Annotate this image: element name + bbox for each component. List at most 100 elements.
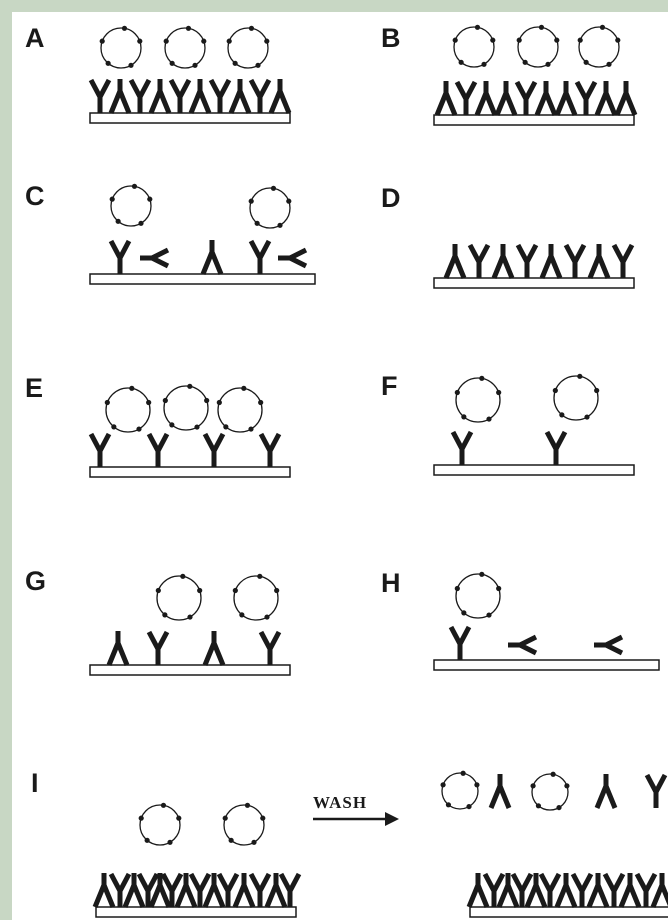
antibody-upright [248,78,272,113]
antibody-upright [644,773,668,808]
antigen-dot [599,24,606,30]
antibody-stroke [594,774,618,809]
antigen-dot [180,573,186,579]
antigen-dot [264,38,270,44]
antibody-stroke [228,79,252,114]
panel-label-b: B [381,23,401,53]
antibody-upright [88,432,112,467]
antibody-stroke [136,872,160,907]
antigen-dot [185,25,192,31]
antigen-outline [217,387,263,433]
antibody-upright [160,872,184,907]
antigen-dot [479,375,485,381]
surface [89,664,291,676]
antibody-stroke [482,872,506,907]
surface [433,277,635,289]
antibody-upright [574,80,598,115]
antibody-stroke [644,773,668,808]
antibody-upright [128,78,152,113]
antigen-dot [232,587,238,594]
antibody-stroke [202,432,226,467]
antigen-dot [538,24,545,30]
antibody-stroke [594,81,618,116]
antigen-outline [578,26,620,68]
antibody-upright [108,872,132,907]
antibody-stroke [539,244,563,279]
antigen-outline [139,804,181,846]
antibody-inverted [554,81,578,116]
panel-label-g: G [25,566,46,596]
antibody-stroke [594,634,624,656]
antigen-particle [552,373,600,421]
antibody-inverted [524,873,548,908]
antigen-dot [559,412,565,418]
antigen-dot [474,782,480,788]
antibody-stroke [108,79,132,114]
antibody-stroke [450,430,474,465]
antigen-dot [155,587,161,594]
antibody-inverted [618,873,642,908]
antigen-outline [105,387,151,433]
antigen-dot [187,614,193,620]
antibody-upright [482,872,506,907]
antigen-dot [146,399,152,406]
antigen-dot [460,770,466,776]
antibody-upright [248,239,272,274]
antibody-inverted [228,79,252,114]
antibody-stroke [554,81,578,116]
antibody-upright [168,78,192,113]
antigen-particle [440,770,480,810]
antibody-stroke [146,432,170,467]
antigen-particle [454,375,502,423]
antigen-dot [257,573,263,579]
antigen-outline [223,804,265,846]
antigen-dot [454,389,460,396]
antibody-upright [108,239,132,274]
antigen-outline [531,773,569,811]
antibody-stroke [106,631,130,666]
antibody-stroke [88,432,112,467]
antigen-dot [109,196,115,202]
antibody-stroke [202,873,226,908]
surface [469,906,668,918]
antibody-inverted [92,873,116,908]
panel-a [88,25,292,124]
antibody-inverted [586,873,610,908]
antibody-upright [602,872,626,907]
antigen-dot [204,397,210,404]
antigen-particle [155,573,203,621]
antibody-upright [538,872,562,907]
antigen-dot [496,585,502,592]
antibody-stroke [258,432,282,467]
antibody-stroke [188,872,212,907]
antibody-stroke [434,81,458,116]
antigen-outline [164,27,206,69]
antigen-outline [227,27,269,69]
antibody-inverted [268,79,292,114]
antibody-stroke [108,872,132,907]
antigen-outline [453,26,495,68]
antigen-outline [249,187,291,229]
antigen-outline [163,385,209,431]
panel-f [433,373,635,476]
antigen-dot [606,61,612,67]
antigen-outline [553,375,599,421]
antigen-dot [554,37,560,43]
antibody-inverted [496,873,520,908]
antigen-particle [516,24,560,68]
panel-i-after [440,770,668,918]
antibody-inverted [587,244,611,279]
antibody-upright [258,432,282,467]
antigen-dot [496,389,502,396]
antigen-dot [104,399,110,406]
antibody-inverted [466,873,490,908]
antigen-dot [138,220,144,226]
antigen-dot [244,802,251,808]
antibody-stroke [574,80,598,115]
antibody-stroke [524,873,548,908]
antibody-stroke [508,634,538,656]
antibody-stroke [268,79,292,114]
antibody-inverted [122,873,146,908]
antibody-upright [188,872,212,907]
